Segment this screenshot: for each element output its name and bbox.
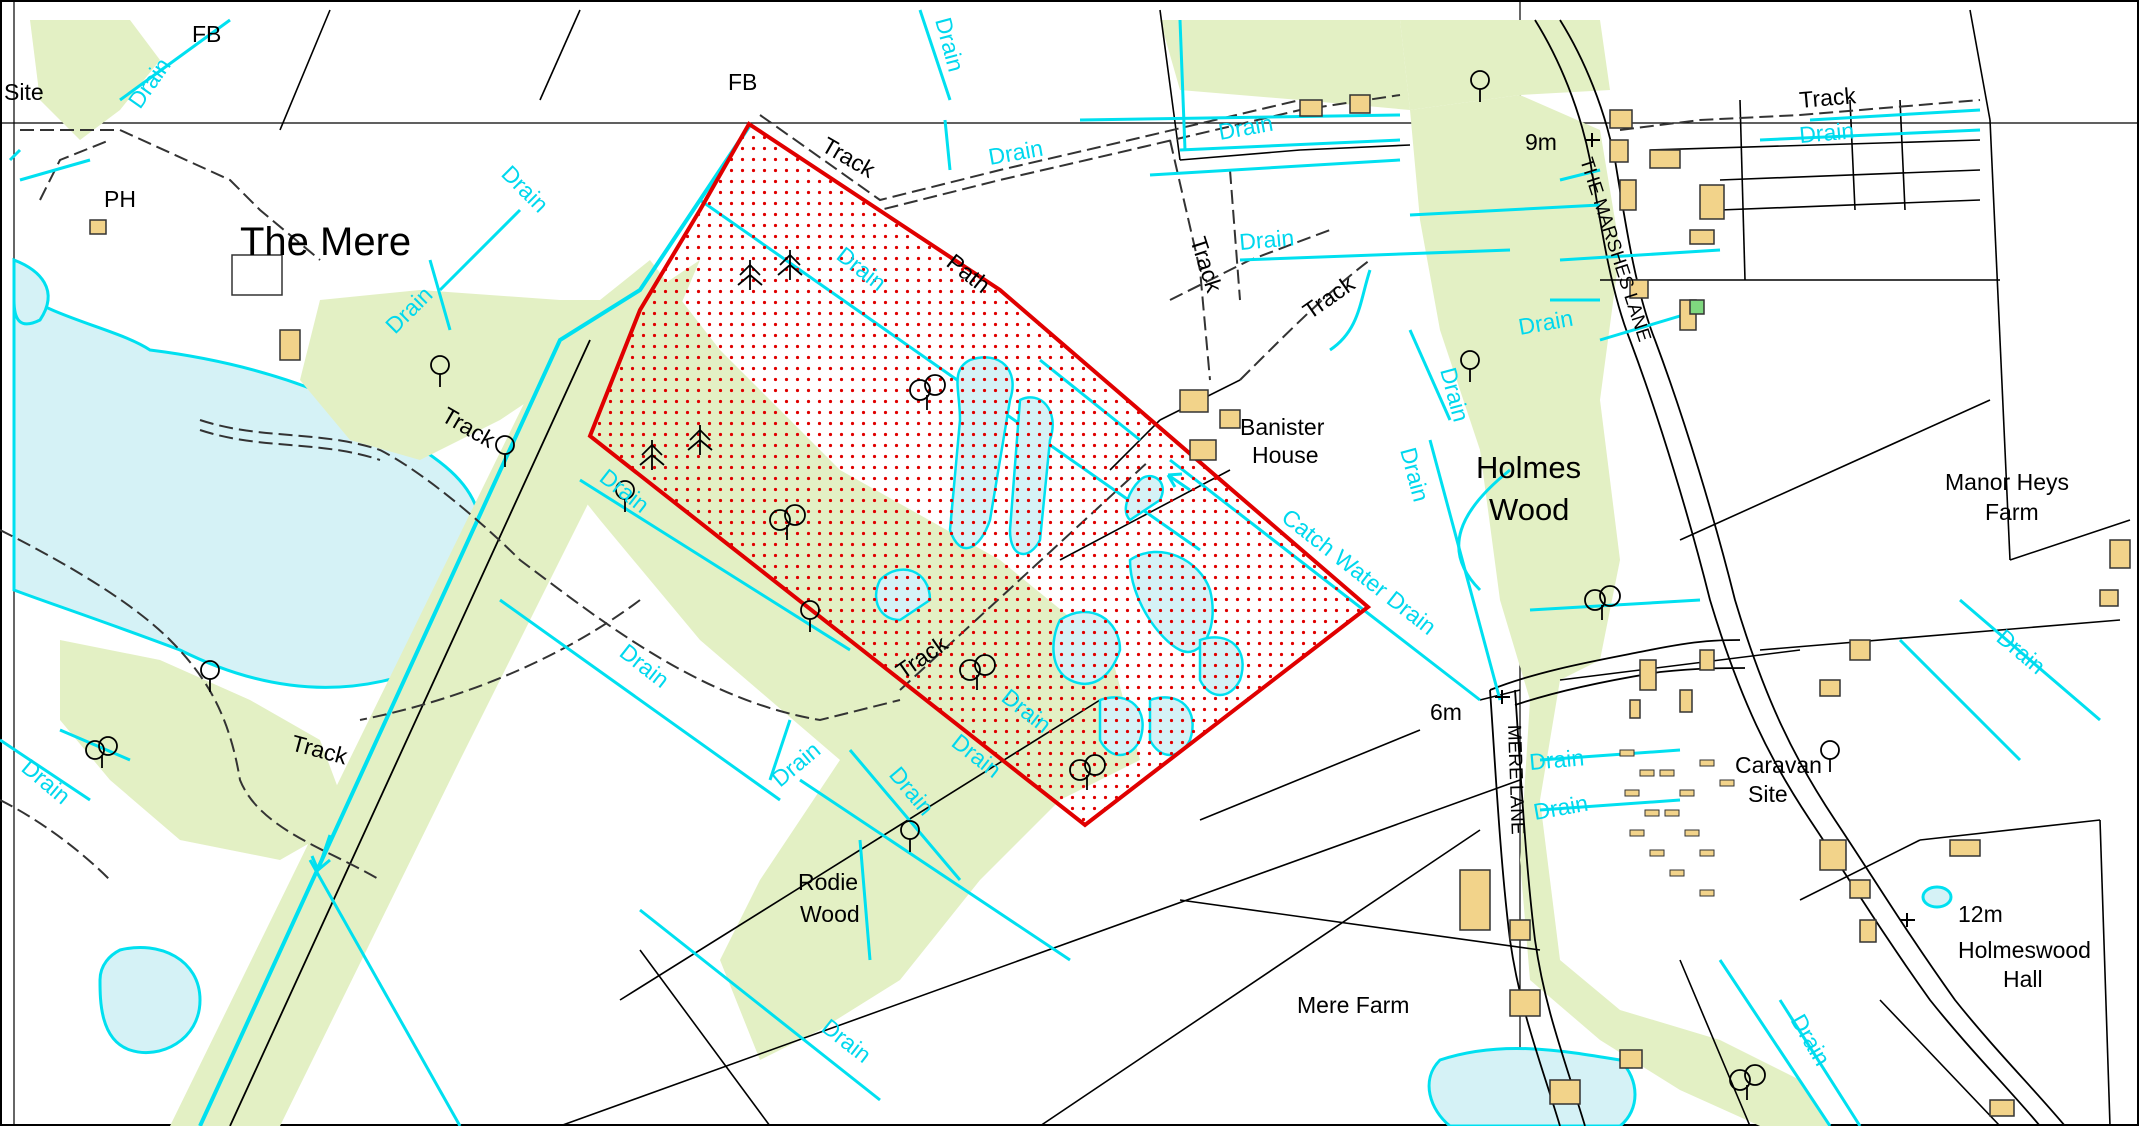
label-the-mere: The Mere: [240, 220, 411, 264]
wood-top-left: [30, 20, 160, 140]
tree-icon: [909, 374, 946, 410]
spot-height-markers: [1495, 133, 1915, 927]
tracks: [0, 94, 1981, 881]
tree-icon: [959, 654, 996, 690]
mere-inlet: [12, 257, 50, 326]
wood-south-left: [60, 640, 350, 860]
flow-arrow-icon: [1166, 472, 1191, 492]
flow-arrow-icon: [310, 834, 332, 872]
holmes-wood: [1410, 95, 1830, 1126]
label-site: Site: [1748, 781, 1788, 807]
label-mere-farm: Mere Farm: [1297, 992, 1409, 1018]
tree-symbols: [85, 70, 1840, 1100]
label-manor-heys: Manor Heys: [1945, 469, 2069, 495]
label-fb-top: FB: [192, 21, 221, 47]
conifer-icon: [639, 440, 665, 470]
tree-icon: [495, 435, 515, 467]
tree-icon: [800, 600, 820, 632]
tree-icon: [1470, 70, 1490, 102]
label-drain: Drain: [1528, 744, 1585, 775]
label-site-left: Site: [4, 79, 44, 105]
label-track: Track: [1798, 82, 1857, 113]
tree-icon: [1584, 585, 1621, 620]
railway: [198, 123, 752, 1126]
label-rodie: Rodie: [798, 869, 858, 895]
label-9m: 9m: [1525, 129, 1557, 155]
flow-arrows: [310, 472, 1191, 872]
railway-green: [170, 260, 700, 1126]
tree-icon: [769, 504, 806, 540]
tree-icon: [1729, 1064, 1766, 1100]
tree-icon: [430, 355, 450, 387]
tree-icon: [1820, 740, 1840, 772]
the-marshes-lane-road: [1534, 19, 2041, 1126]
wood-mere-left: [300, 290, 620, 460]
site-boundary-area: [587, 121, 1372, 828]
tree-icon: [200, 660, 220, 692]
label-rodie-wood: Wood: [800, 901, 860, 927]
conifer-icon: [687, 425, 713, 455]
label-ph: PH: [104, 186, 136, 212]
label-banister: Banister: [1240, 414, 1325, 440]
buildings: [89, 94, 2131, 1117]
label-drain: Drain: [1238, 224, 1295, 255]
wood-top-mid: [1160, 20, 1410, 110]
label-farm: Farm: [1985, 499, 2039, 525]
label-fb-mid: FB: [728, 69, 757, 95]
label-holmes: Holmes: [1476, 450, 1581, 485]
tree-icon: [1069, 754, 1106, 790]
label-12m: 12m: [1958, 901, 2003, 927]
label-house: House: [1252, 442, 1318, 468]
site-boundary[interactable]: [587, 121, 1372, 828]
pond-hall: [1921, 885, 1953, 909]
tree-icon: [85, 736, 118, 768]
label-6m: 6m: [1430, 699, 1462, 725]
label-mere-lane: MERE LANE: [1503, 724, 1528, 834]
cross-road: [1489, 639, 1741, 691]
label-caravan: Caravan: [1735, 752, 1822, 778]
conifer-icon: [737, 260, 763, 290]
label-wood: Wood: [1489, 492, 1569, 527]
tree-icon: [900, 820, 920, 852]
holmes-wood-top: [1400, 20, 1610, 110]
conifer-icon: [777, 250, 803, 280]
label-hall: Hall: [2003, 966, 2043, 992]
tree-icon: [615, 480, 635, 512]
label-holmeswood: Holmeswood: [1958, 937, 2091, 963]
water-areas: [12, 257, 1953, 1126]
caravan-pitches: [1619, 749, 1735, 897]
label-drain: Drain: [1798, 117, 1855, 148]
pond-mere-farm: [1427, 1046, 1637, 1126]
tree-icon: [1460, 350, 1480, 382]
pond-left: [98, 945, 202, 1055]
